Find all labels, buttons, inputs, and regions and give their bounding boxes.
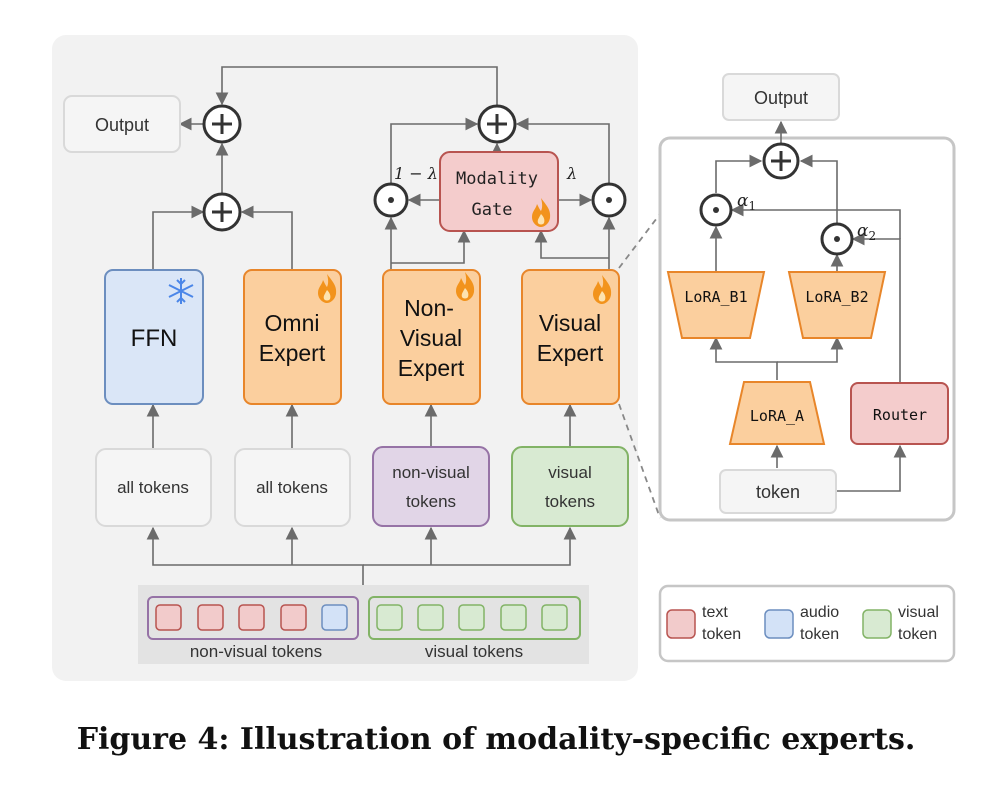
modality-gate-box [439,151,559,232]
visual-expert-label-line2: Expert [537,340,604,366]
modality-gate-label-line2: Gate [472,200,513,220]
nonvisual-expert-box [382,269,481,405]
legend-audio-token: audio token [764,604,839,643]
lora-b1-label: LoRA_B1 [684,288,747,306]
nonvisual-tokens-box [372,446,490,527]
text-token [238,604,265,631]
legend-visual-token: visual token [862,604,939,643]
legend-panel [658,584,956,663]
visual-token [417,604,444,631]
left-connectors [146,66,616,585]
right-output-label: Output [754,88,808,108]
visual-tokens-label-line2: tokens [545,492,595,511]
one-minus-lambda-label: 1 − λ [394,164,438,183]
visual-token [500,604,527,631]
odot-circle-alpha2 [820,222,854,256]
text-token [280,604,307,631]
nonvisual-tokens-strip-label: non-visual tokens [190,642,322,661]
all-tokens-box-1 [95,448,212,527]
all-tokens-label-1: all tokens [117,478,189,497]
text-token-squares [155,604,307,631]
nonvisual-expert-label-line1: Non- [404,295,454,321]
nonvisual-tokens-label-line1: non-visual [392,463,470,482]
router-box [850,382,949,445]
lora-b1-block [666,271,766,339]
odot-circle-alpha1 [699,193,733,227]
svg-text:token: token [800,626,839,643]
omni-expert-label-line1: Omni [265,310,320,336]
lora-b2-label: LoRA_B2 [805,288,868,306]
svg-text:token: token [702,626,741,643]
nonvisual-expert-label-line3: Expert [398,355,465,381]
nonvisual-expert-label-line2: Visual [400,325,462,351]
snowflake-icon [168,278,194,304]
plus-circle-lower-left [202,192,242,232]
odot-circle-left [373,182,409,218]
visual-token-group [368,596,581,640]
svg-text:visual: visual [898,604,939,621]
modality-gate-label-line1: Modality [456,169,538,189]
visual-tokens-label-line1: visual [548,463,591,482]
plus-circle-gate-sum [477,104,517,144]
nonvisual-tokens-label-line2: tokens [406,492,456,511]
token-input-box [719,469,837,514]
svg-text:token: token [898,626,937,643]
svg-text:audio: audio [800,604,839,621]
figure-caption: Figure 4: Illustration of modality-speci… [76,722,916,757]
legend-text-token: text token [666,604,741,643]
token-input-label: token [756,482,800,502]
ffn-label: FFN [131,325,178,352]
alpha2-label: α2 [857,221,876,243]
omni-expert-label-line2: Expert [259,340,326,366]
visual-expert-box [521,269,620,405]
left-output-box [63,95,181,153]
lambda-label: λ [566,164,577,183]
right-connectors [709,120,907,492]
router-label: Router [873,406,927,424]
visual-tokens-strip-label: visual tokens [425,642,523,661]
nonvisual-token-group [147,596,359,640]
odot-circle-right [591,182,627,218]
left-output-label: Output [95,115,149,135]
visual-token [376,604,403,631]
audio-token [321,604,348,631]
all-tokens-box-2 [234,448,351,527]
plus-circle-top-left [202,104,242,144]
svg-text:text: text [702,604,728,621]
lora-a-block [728,381,826,445]
visual-token [458,604,485,631]
text-token [155,604,182,631]
lora-b2-block [787,271,887,339]
ffn-box [104,269,204,405]
zoom-connector-bottom [618,403,661,519]
right-output-box [722,73,840,121]
alpha1-label: α1 [737,191,756,213]
lora-a-label: LoRA_A [750,407,804,425]
plus-circle-lora-sum [762,142,800,180]
text-token [197,604,224,631]
visual-token [541,604,568,631]
visual-expert-label-line1: Visual [539,310,601,336]
visual-token-squares [376,604,568,631]
zoom-connector-top [618,213,661,269]
omni-expert-box [243,269,342,405]
visual-tokens-box [511,446,629,527]
all-tokens-label-2: all tokens [256,478,328,497]
